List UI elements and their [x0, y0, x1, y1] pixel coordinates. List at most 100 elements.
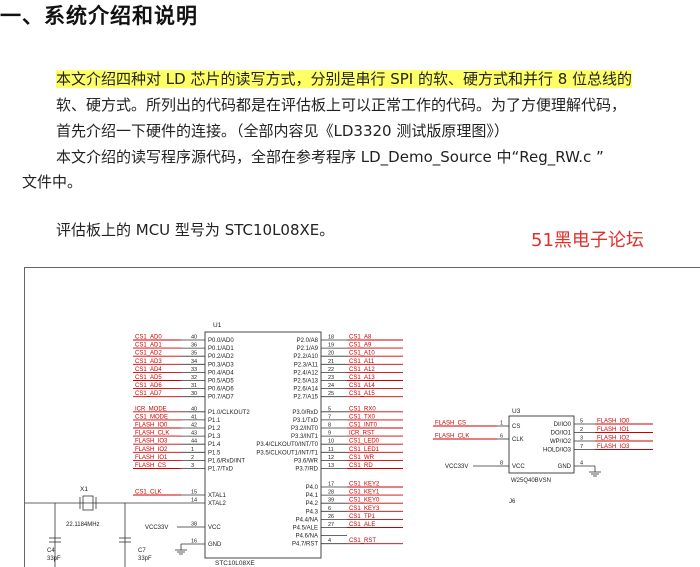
u1-left-pin-7-num: 30: [191, 391, 197, 397]
u1-p4-pin-1-name: P4.1: [306, 493, 319, 499]
u1-left-pin-0-name: P0.0/AD0: [208, 338, 234, 344]
u1-left-pin-12-name: P1.4: [208, 442, 221, 448]
u1-left-net-10: FLASH_IO0: [135, 423, 168, 429]
u1-right-pin-13-name: P3.5/CLKOUT1/INT/T1: [256, 450, 318, 456]
u1-right-pin-13-num: 11: [328, 447, 334, 453]
x1-ref: X1: [80, 486, 88, 493]
u1-left-pin-9-name: P1.1: [208, 418, 221, 424]
u1-p4-pin-6-name: P4.6/NA: [296, 534, 318, 540]
u1-right-pin-0-name: P2.0/A8: [297, 338, 319, 344]
u1-left-net-13: FLASH_IO2: [135, 447, 168, 453]
u1-left-pin-13-name: P1.5: [208, 450, 221, 456]
u1-left-pin-10-num: 42: [191, 423, 197, 429]
u1-left-pin-1-name: P0.1/AD1: [208, 346, 234, 352]
u1-p4-pin-0-name: P4.0: [306, 485, 319, 491]
x1-body: [82, 495, 94, 511]
para1-line3: 首先介绍一下硬件的连接。（全部内容见《LD3320 测试版原理图》）: [56, 122, 509, 140]
u3-right-pin-2-num: 3: [580, 436, 583, 442]
u1-right-pin-5-num: 23: [328, 375, 334, 381]
u1-right-pin-11-num: 9: [328, 431, 331, 437]
u1-left-net-5: CS1_AD5: [135, 375, 162, 381]
u3-left-pin-0-name: CS: [512, 424, 520, 430]
u1-right-net-3: CS1_A11: [349, 359, 375, 365]
u1-p4-pin-5-name: P4.5/ALE: [293, 526, 318, 532]
u1-p4-pin-2-name: P4.2: [306, 501, 319, 507]
para1-line1-text: 本文介绍四种对 LD 芯片的读写方式，分别是串行 SPI 的软、硬方式和并行 8…: [56, 70, 633, 88]
u1-right-pin-15-name: P3.7/RD: [295, 467, 318, 473]
schematic-diagram: U1STC10L08XE40P0.0/AD0CS1_AD036P0.1/AD1C…: [25, 322, 653, 567]
u1-left-pin-7-name: P0.7/AD7: [208, 395, 234, 401]
u3-gnd-pin-num: 4: [580, 461, 583, 467]
u1-left-pin-2-name: P0.2/AD2: [208, 354, 234, 360]
u3-right-net-2: FLASH_IO2: [597, 436, 630, 442]
u1-right-net-15: CS1_RD: [349, 463, 373, 469]
para1-line1: 本文介绍四种对 LD 芯片的读写方式，分别是串行 SPI 的软、硬方式和并行 8…: [56, 70, 633, 88]
xtal1-pin-num: 15: [191, 490, 197, 496]
u1-right-net-6: CS1_A14: [349, 383, 375, 389]
u1-right-net-5: CS1_A13: [349, 375, 375, 381]
u1-ref: U1: [213, 322, 222, 329]
u3-left-net-1: FLASH_CLK: [435, 434, 469, 440]
u1-right-pin-3-name: P2.3/A11: [294, 362, 319, 368]
u1-right-pin-11-name: P3.3/INT1: [291, 434, 319, 440]
u1-right-pin-2-name: P2.2/A10: [293, 354, 318, 360]
u1-right-pin-14-num: 12: [328, 455, 334, 461]
u1-p4-pin-4-name: P4.4/NA: [296, 517, 318, 523]
u1-left-net-8: ICR_MODE: [135, 406, 167, 412]
u1-left-pin-13-num: 1: [191, 447, 194, 453]
u1-left-pin-5-num: 32: [191, 375, 197, 381]
para1-line2: 软、硬方式。所列出的代码都是在评估板上可以正常工作的代码。为了方便理解代码，: [56, 96, 627, 114]
u3-part: W25Q40BVSN: [511, 478, 551, 484]
u3-left-pin-0-num: 1: [500, 421, 503, 427]
u1-p4-pin-3-num: 6: [328, 506, 331, 512]
gnd-pin-num: 16: [191, 539, 197, 545]
u1-right-net-13: CS1_LED1: [349, 447, 380, 453]
u1-left-net-14: FLASH_IO1: [135, 455, 168, 461]
u1-left-net-9: CS1_MODE: [135, 414, 168, 420]
u1-left-net-2: CS1_AD2: [135, 351, 162, 357]
u1-right-pin-6-name: P2.6/A14: [293, 387, 318, 393]
u1-right-net-8: CS1_RX0: [349, 406, 376, 412]
u3-vcc-label: VCC33V: [445, 464, 468, 470]
u1-left-pin-8-name: P1.0/CLKOUT2: [208, 410, 250, 416]
u1-p4-pin-2-num: 39: [328, 498, 334, 504]
xtal2-pin-num: 14: [191, 498, 197, 504]
u1-p4-pin-4-num: 26: [328, 514, 334, 520]
u1-right-pin-9-num: 7: [328, 414, 331, 420]
u1-left-pin-0-num: 40: [191, 335, 197, 341]
gnd-pin-name: GND: [208, 542, 222, 548]
u1-left-pin-5-name: P0.5/AD5: [208, 379, 234, 385]
u1-right-pin-4-name: P2.4/A12: [293, 370, 318, 376]
u3-right-pin-3-name: HOLD/IO3: [543, 448, 572, 454]
u1-left-net-12: FLASH_IO3: [135, 439, 168, 445]
clk-net: CS1_CLK: [135, 490, 162, 496]
u3-right-net-0: FLASH_IO0: [597, 419, 630, 425]
u1-right-pin-10-num: 8: [328, 423, 331, 429]
u1-right-net-0: CS1_A8: [349, 335, 372, 341]
vcc-pin-name: VCC: [208, 525, 221, 531]
u1-left-net-7: CS1_AD7: [135, 391, 162, 397]
u1-left-pin-15-num: 3: [191, 463, 194, 469]
u1-left-net-6: CS1_AD6: [135, 383, 162, 389]
u1-p4-net-3: CS1_KEY3: [349, 506, 380, 512]
u1-right-net-2: CS1_A10: [349, 351, 375, 357]
u1-left-net-0: CS1_AD0: [135, 335, 162, 341]
u1-right-net-7: CS1_A15: [349, 391, 375, 397]
u3-right-net-3: FLASH_IO3: [597, 444, 630, 450]
u1-right-net-11: ICR_RST: [349, 431, 375, 437]
u1-left-pin-6-name: P0.6/AD6: [208, 387, 234, 393]
para3: 评估板上的 MCU 型号为 STC10L08XE。: [56, 221, 335, 239]
u1-vcc-label: VCC33V: [145, 525, 168, 531]
u1-right-pin-7-name: P2.7/A15: [293, 395, 318, 401]
u1-right-net-9: CS1_TX0: [349, 414, 376, 420]
u1-left-pin-3-name: P0.3/AD3: [208, 362, 234, 368]
u1-p4-pin-0-num: 17: [328, 482, 334, 488]
u1-right-pin-8-name: P3.0/RxD: [292, 410, 318, 416]
u1-p4-pin-7-num: 4: [328, 538, 331, 544]
u1-left-pin-15-name: P1.7/TxD: [208, 467, 234, 473]
u1-left-pin-2-num: 35: [191, 351, 197, 357]
u1-left-pin-11-num: 43: [191, 431, 197, 437]
xtal1-pin-name: XTAL1: [208, 493, 227, 499]
u1-right-pin-2-num: 20: [328, 351, 334, 357]
